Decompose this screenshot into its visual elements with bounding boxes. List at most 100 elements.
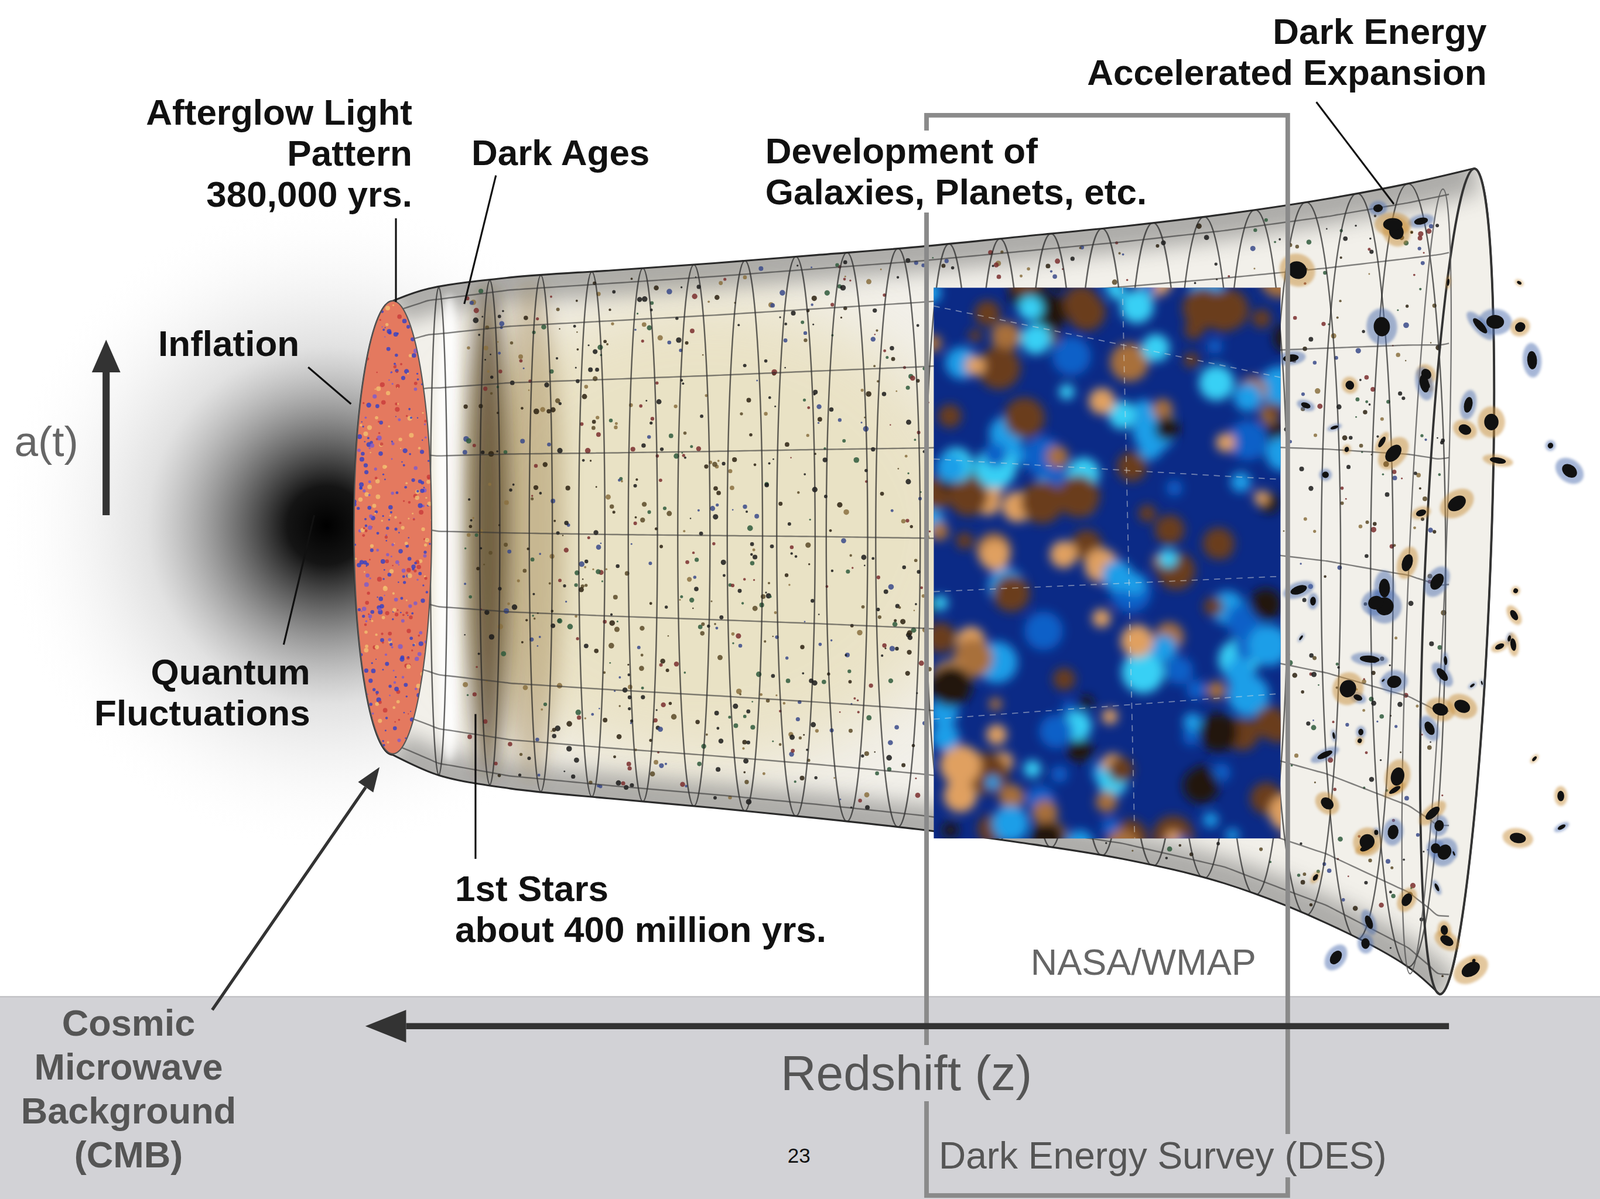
galaxy-dot [480, 450, 485, 454]
galaxy-dot [1050, 269, 1053, 273]
galaxy [1382, 441, 1405, 466]
galaxy-dot [689, 328, 695, 334]
map-blob [1183, 713, 1202, 732]
illustration-group [0, 101, 1600, 1199]
galaxy-dot [584, 717, 587, 720]
map-blob [986, 724, 1007, 745]
cmb-speck [383, 569, 386, 572]
galaxy-dot [582, 394, 588, 400]
galaxy-dot [778, 316, 781, 319]
galaxy-dot [840, 285, 847, 292]
galaxy-dot [996, 274, 1002, 280]
cmb-speck [400, 655, 405, 660]
galaxy-dot [1416, 833, 1420, 837]
era-label: Dark Energy Accelerated Expansion [1086, 11, 1487, 94]
galaxy-dot [683, 431, 687, 436]
galaxy-dot [1394, 725, 1398, 728]
cmb-speck [363, 527, 366, 530]
cmb-speck [401, 375, 406, 381]
galaxy-dot [589, 459, 592, 462]
map-blob [1092, 609, 1111, 628]
cmb-speck [418, 510, 424, 515]
map-blob [933, 723, 960, 752]
galaxy-dot [512, 483, 515, 487]
galaxy-dot [1295, 244, 1299, 249]
galaxy-halo [1501, 826, 1535, 851]
map-blob [1050, 541, 1078, 569]
galaxy-dot [941, 263, 946, 268]
cmb-speck [416, 565, 422, 570]
galaxy-dot [592, 568, 594, 571]
galaxy-dot [838, 418, 842, 422]
cmb-speck [393, 681, 396, 685]
galaxy [1430, 701, 1450, 719]
galaxy-dot [730, 583, 735, 588]
galaxy-dot [1300, 880, 1306, 885]
galaxy-dot [718, 281, 723, 286]
galaxy-dot [796, 264, 799, 267]
galaxy-dot [539, 407, 545, 412]
cmb-speck [359, 456, 365, 462]
cmb-speck [406, 568, 412, 573]
cmb-speck [418, 446, 422, 450]
galaxy [1440, 925, 1449, 936]
galaxy-dot [719, 615, 724, 620]
galaxy-dot [641, 501, 647, 507]
map-blob [935, 452, 966, 482]
map-blob [1007, 287, 1042, 296]
cmb-speck [402, 575, 406, 579]
galaxy-dot [789, 734, 795, 741]
galaxy-dot [812, 390, 818, 395]
galaxy-dot [685, 341, 689, 345]
cmb-speck [357, 448, 361, 453]
galaxy-dot [1413, 471, 1418, 475]
galaxy [1546, 442, 1554, 450]
galaxy-dot [883, 589, 889, 595]
galaxy-dot [639, 626, 645, 631]
cmb-speck [395, 415, 397, 417]
galaxy-dot [519, 753, 523, 757]
galaxy-dot [636, 312, 639, 315]
galaxy-dot [771, 369, 778, 376]
galaxy-dot [1390, 866, 1394, 870]
galaxy-dot [531, 494, 533, 497]
galaxy-dot [608, 643, 615, 649]
galaxy-dot [573, 325, 577, 328]
cmb-speck [425, 590, 429, 594]
cmb-speck [385, 527, 390, 531]
map-blob [1159, 549, 1178, 568]
galaxy-dot [821, 679, 827, 685]
galaxy-halo [1319, 940, 1352, 976]
galaxy-dot [864, 751, 870, 757]
galaxy-dot [692, 607, 694, 610]
galaxy-dot [1369, 237, 1372, 241]
text-line: about 400 million yrs. [455, 909, 827, 951]
cmb-speck [404, 541, 409, 546]
cmb-speck [402, 613, 405, 617]
cmb-speck [424, 419, 427, 423]
cmb-speck [378, 701, 382, 705]
cmb-speck [404, 486, 408, 490]
galaxy-halo [1457, 388, 1480, 422]
galaxy-halo [1378, 667, 1411, 696]
cmb-speck [416, 417, 419, 419]
map-blob [1079, 695, 1093, 709]
galaxy-dot [774, 405, 776, 408]
leader-line [474, 714, 477, 860]
cmb-speck [363, 463, 368, 468]
cmb-speck [389, 514, 392, 517]
cmb-speck [423, 554, 427, 559]
galaxy-dot [764, 483, 769, 488]
cmb-speck [368, 447, 371, 450]
galaxy-dot [794, 555, 798, 559]
galaxy-dot [721, 462, 726, 466]
galaxy [1556, 823, 1567, 832]
galaxy-dot [810, 599, 815, 603]
map-blob [1233, 383, 1263, 412]
galaxy-dot [746, 740, 751, 745]
cmb-speck [376, 596, 378, 598]
cmb-speck [384, 478, 386, 481]
galaxy-dot [836, 502, 843, 508]
cmb-speck [392, 592, 395, 596]
galaxy [1484, 413, 1499, 431]
